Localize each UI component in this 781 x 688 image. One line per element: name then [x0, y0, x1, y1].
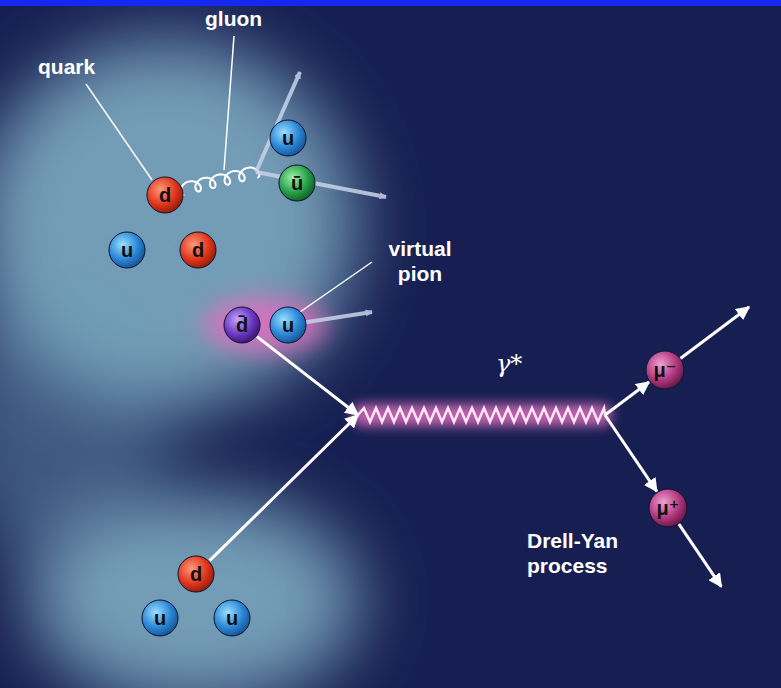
photon-wave	[358, 400, 605, 430]
down-quark: d	[177, 555, 215, 593]
particle-arrow	[605, 382, 649, 415]
photon-wave	[358, 408, 605, 422]
particle-arrow	[210, 415, 358, 561]
particle-circle	[649, 489, 687, 527]
particle-circle	[224, 307, 260, 343]
particle-symbol: u	[269, 306, 307, 344]
muon-track	[679, 307, 749, 359]
particle-symbol: ū	[278, 164, 316, 202]
down-quark: d	[179, 231, 217, 269]
particle-circle	[646, 351, 684, 389]
leader-line	[86, 84, 152, 180]
particle-symbol: u	[141, 599, 179, 637]
muon: μ⁺	[648, 488, 688, 528]
up-quark: u	[213, 599, 251, 637]
particle-circle	[180, 232, 216, 268]
leader-line	[300, 262, 372, 312]
anti-up-quark: ū	[278, 164, 316, 202]
particle-symbol: d	[179, 231, 217, 269]
particle-circle	[214, 600, 250, 636]
particle-track	[256, 172, 386, 197]
particle-label: gluon	[205, 6, 295, 31]
anti-down-quark: d̄	[223, 306, 261, 344]
down-quark: d	[146, 176, 184, 214]
proton-glow	[30, 495, 360, 688]
muon-track	[678, 523, 721, 587]
process-label: Drell-Yan process	[527, 528, 659, 578]
particle-symbol: u	[269, 119, 307, 157]
particle-symbol: d̄	[223, 306, 261, 344]
photon-symbol: γ*	[496, 350, 522, 378]
photon-glow	[352, 404, 612, 426]
up-quark: u	[269, 119, 307, 157]
particle-circle	[147, 177, 183, 213]
particle-label: virtual pion	[372, 236, 468, 286]
particle-symbol: u	[108, 231, 146, 269]
particle-symbol: d	[177, 555, 215, 593]
particle-symbol: u	[213, 599, 251, 637]
up-quark: u	[269, 306, 307, 344]
particle-circle	[270, 120, 306, 156]
particle-circle	[270, 307, 306, 343]
particle-symbol: d	[146, 176, 184, 214]
virtual-photon: γ*	[358, 400, 605, 430]
particle-arrow	[257, 337, 358, 415]
particle-circle	[109, 232, 145, 268]
top-bar	[0, 0, 781, 6]
gluon-line	[181, 168, 260, 195]
muon: μ⁻	[645, 350, 685, 390]
particle-circle	[279, 165, 315, 201]
up-quark: u	[141, 599, 179, 637]
particle-symbol: μ⁻	[645, 350, 685, 390]
particle-symbol: μ⁺	[648, 488, 688, 528]
leader-line	[224, 36, 234, 170]
particle-label: quark	[38, 54, 128, 79]
up-quark: u	[108, 231, 146, 269]
particle-arrow	[605, 415, 657, 491]
particle-circle	[142, 600, 178, 636]
particle-circle	[178, 556, 214, 592]
